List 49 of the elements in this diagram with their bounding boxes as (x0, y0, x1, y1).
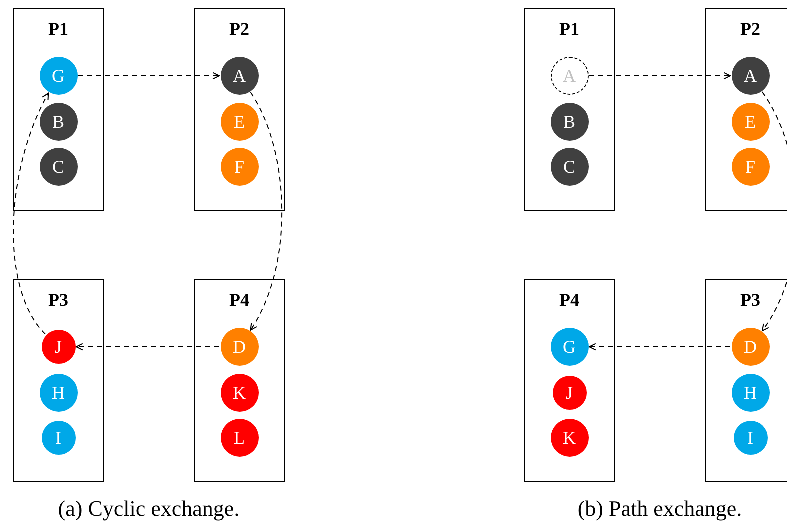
dashed-arrow (589, 72, 732, 80)
process-box (705, 8, 787, 211)
item-circle: E (732, 103, 770, 141)
item-circle: D (220, 328, 258, 366)
item-circle: L (220, 419, 258, 457)
box-title: P3 (740, 290, 762, 310)
dashed-arrow (762, 92, 787, 332)
item-circle: F (220, 148, 258, 186)
item-circle: F (732, 148, 770, 186)
process-box (194, 8, 285, 211)
item-circle: I (734, 421, 768, 455)
item-circle: C (550, 148, 588, 186)
box-title: P4 (558, 290, 580, 310)
subfigure-caption: (b) Path exchange. (578, 496, 742, 522)
box-title: P1 (558, 19, 580, 39)
item-circle: G (550, 328, 588, 366)
item-circle: K (220, 374, 258, 412)
process-box (524, 279, 615, 482)
item-circle: D (732, 328, 770, 366)
process-box (194, 279, 285, 482)
box-title: P3 (48, 290, 70, 310)
item-circle: I (42, 421, 76, 455)
item-circle: A (220, 57, 258, 95)
box-title: P2 (740, 19, 762, 39)
box-title: P2 (228, 19, 250, 39)
dashed-arrow (588, 343, 731, 351)
item-circle: K (550, 419, 588, 457)
dashed-arrow (78, 72, 220, 80)
item-circle: H (732, 374, 770, 412)
item-circle: B (40, 103, 78, 141)
item-circle: A (732, 57, 770, 95)
item-circle: C (40, 148, 78, 186)
dashed-arrow (250, 92, 283, 331)
placeholder-circle: A (550, 57, 588, 95)
box-title: P4 (228, 290, 250, 310)
dashed-arrow (76, 343, 220, 351)
process-box (524, 8, 615, 211)
item-circle: E (220, 103, 258, 141)
subfigure-caption: (a) Cyclic exchange. (58, 496, 240, 522)
dashed-arrow (13, 92, 50, 335)
item-circle: J (42, 330, 76, 364)
box-title: P1 (48, 19, 70, 39)
process-box (705, 279, 787, 482)
item-circle: J (552, 376, 586, 410)
item-circle: G (40, 57, 78, 95)
item-circle: H (40, 374, 78, 412)
process-box (13, 279, 104, 482)
item-circle: B (550, 103, 588, 141)
process-box (13, 8, 104, 211)
